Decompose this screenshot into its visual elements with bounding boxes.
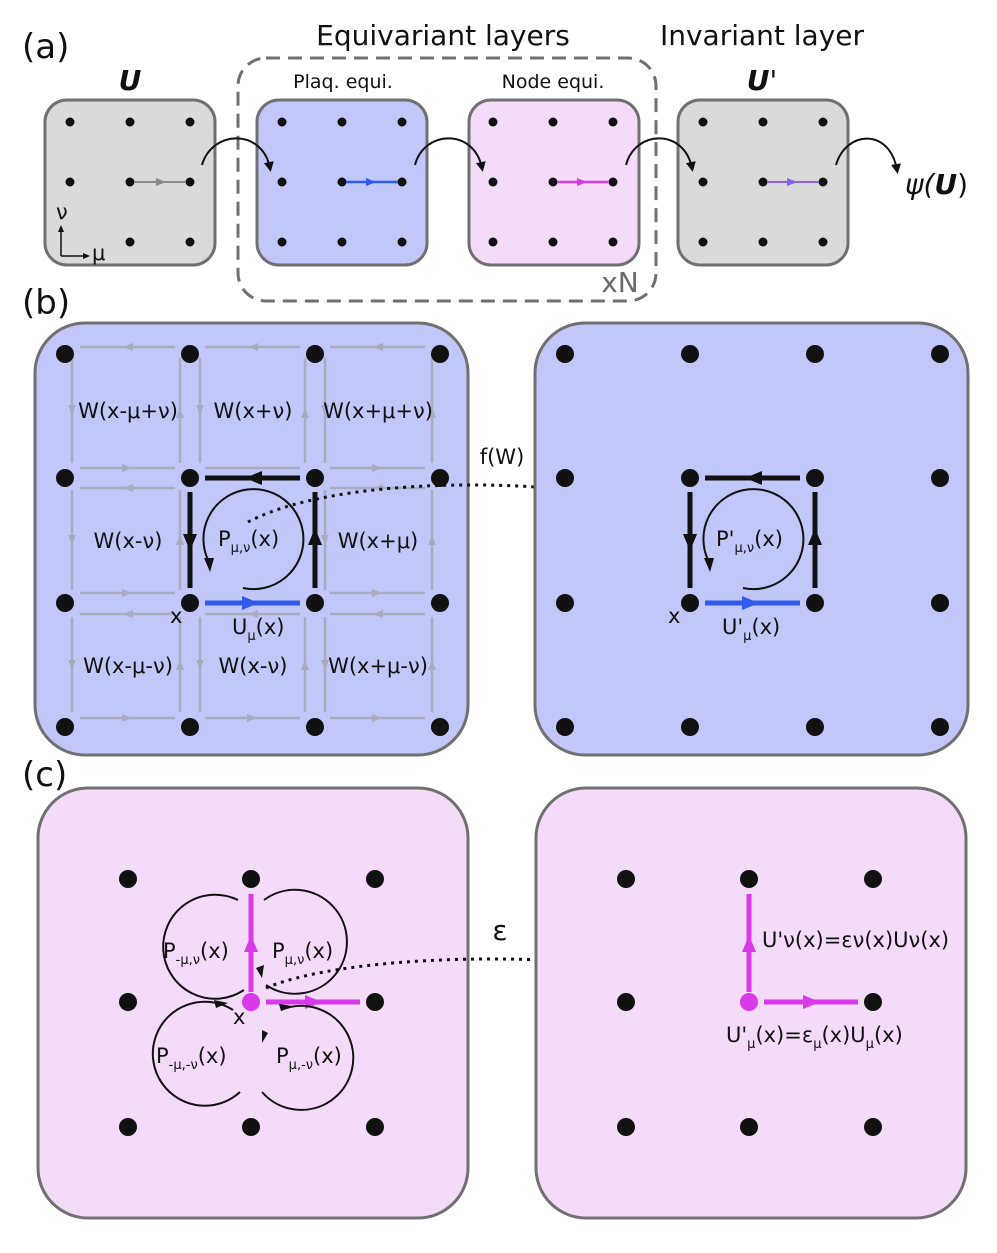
box-node-label: Node equi. [502,71,605,93]
box-u-prime-nodes [698,117,828,247]
lattice-plaquettes-out [533,321,970,757]
box-plaq-label: Plaq. equi. [293,71,393,93]
w-label-bl: W(x-μ-ν) [83,654,173,678]
w-label-tr: W(x+μ+ν) [323,399,433,423]
invariant-layer-header: Invariant layer [660,19,865,52]
w-label-tc: W(x+ν) [214,399,293,423]
site-x-label-out: x [668,604,680,628]
plaquette-p-prime-label: P'μ,ν(x) [716,527,783,556]
eq-u-mu: U'μ(x)=εμ(x)Uμ(x) [726,1023,903,1052]
plaquette-mmu-nu-label: P-μ,ν(x) [163,939,229,968]
plaquette-p-label: Pμ,ν(x) [218,527,279,556]
link-u-label: Uμ(x) [232,615,284,644]
site-x-label-c: x [233,1005,245,1029]
w-label-ml: W(x-ν) [94,529,163,553]
site-x-label: x [170,604,182,628]
equivariant-layers-header: Equivariant layers [316,19,570,52]
central-plaquette [183,471,322,610]
box-u-prime-label: U' [747,64,777,97]
flow-arrows [201,137,901,174]
lattice-nodes-right [556,345,949,736]
plaquette-mmu-mnu-label: P-μ,-ν(x) [156,1044,227,1073]
lattice-nodes-c-right [617,870,882,1136]
panel-c-label: (c) [22,755,67,795]
plaquette-mu-mnu-label: Pμ,-ν(x) [276,1044,342,1073]
map-fw-label: f(W) [480,445,525,469]
link-u-prime-label: U'μ(x) [722,615,780,644]
w-labels: W(x-μ+ν) W(x+ν) W(x+μ+ν) W(x-ν) W(x+μ) W… [78,399,433,678]
output-psi-label: ψ(U) [905,168,968,201]
loop-arrowheads [214,965,292,1043]
lattice-nodes-left [56,345,449,736]
site-x-node [242,993,260,1011]
output-plaquette [683,471,822,610]
neighbor-arrowheads [68,343,436,722]
box-u-nodes [65,117,195,247]
four-plaquette-loops [151,888,355,1111]
panel-b: (b) [22,283,970,757]
lattice-plaquettes [33,321,470,757]
box-node-nodes [488,117,618,247]
panel-a-label: (a) [22,27,69,67]
panel-a: (a) Equivariant layers Invariant layer x… [22,19,968,303]
box-plaq-nodes [277,117,407,247]
axis-mu-label: μ [92,241,105,265]
axis-indicator: ν μ [56,200,105,265]
plaquette-mu-nu-label: Pμ,ν(x) [272,939,333,968]
map-epsilon-label: ε [492,914,507,947]
w-label-tl: W(x-μ+ν) [78,399,178,423]
w-label-br: W(x+μ-ν) [328,654,428,678]
box-u-label: U [119,64,142,97]
plaquette-loop [202,488,305,591]
lattice-nodes-c-left [119,870,384,1136]
w-label-bc: W(x-ν) [219,654,288,678]
panel-c: (c) P-μ,ν(x) Pμ,ν(x) P-μ,-ν(x) Pμ,-ν(x) … [22,755,968,1220]
axis-nu-label: ν [56,200,68,224]
equivariant-group-box [236,56,658,303]
eq-u-nu: U'ν(x)=εν(x)Uν(x) [762,928,949,952]
w-label-mr: W(x+μ) [338,529,419,553]
site-x-node-out [740,993,758,1011]
panel-b-label: (b) [22,283,70,323]
repeat-label: xN [601,266,639,299]
